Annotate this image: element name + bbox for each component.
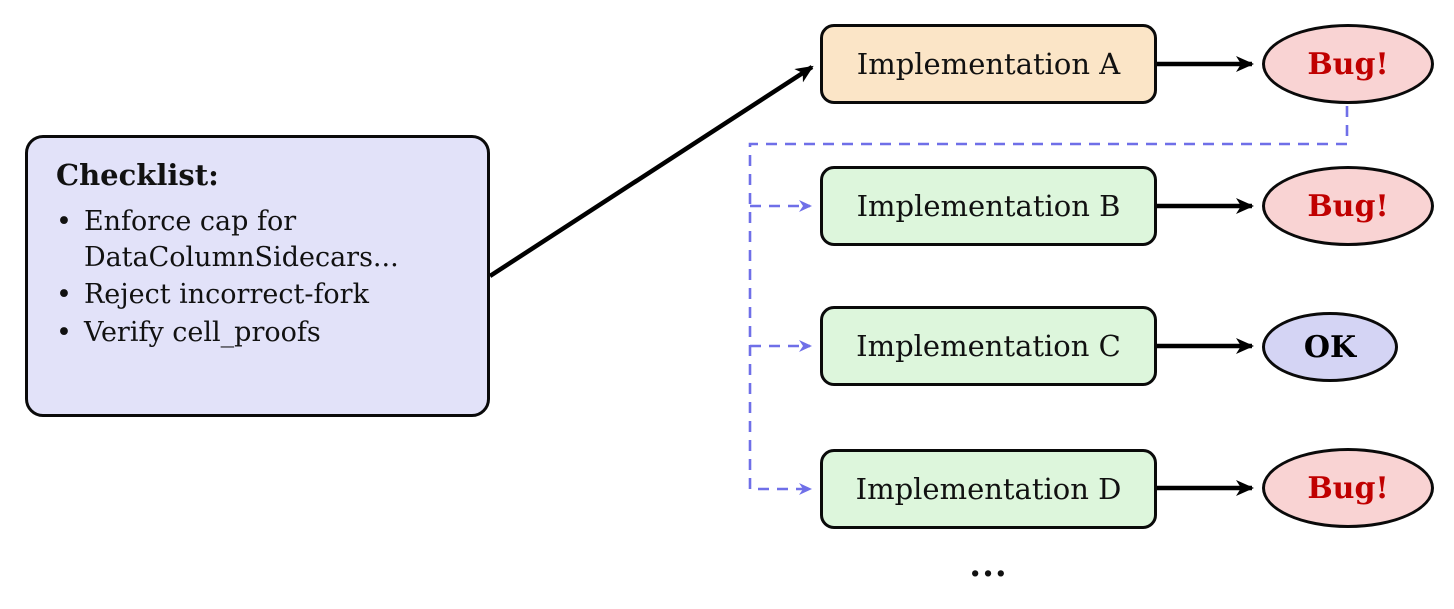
checklist-item: • Verify cell_proofs — [56, 315, 471, 351]
ok-ellipse-c: OK — [1262, 312, 1398, 382]
more-implementations-ellipsis: ... — [969, 545, 1008, 585]
impl-b-box: Implementation B — [820, 166, 1157, 246]
bug-ellipse-a: Bug! — [1262, 24, 1434, 104]
bullet-icon: • — [56, 279, 72, 311]
bug-ellipse-b: Bug! — [1262, 166, 1434, 246]
checklist-item-text: Enforce cap for DataColumnSidecars... — [83, 206, 399, 273]
impl-a-box: Implementation A — [820, 24, 1157, 104]
retest-dashed-path — [748, 106, 1349, 495]
bullet-icon: • — [56, 316, 72, 348]
checklist-item-text: Reject incorrect-fork — [83, 279, 369, 311]
checklist-title: Checklist: — [56, 158, 219, 192]
checklist-item-text: Verify cell_proofs — [83, 316, 321, 348]
impl-d-box: Implementation D — [820, 449, 1157, 529]
checklist-item: • Enforce cap for DataColumnSidecars... — [56, 204, 471, 275]
bullet-icon: • — [56, 206, 72, 237]
checklist-item: • Reject incorrect-fork — [56, 277, 471, 313]
checklist-box: Checklist: • Enforce cap for DataColumnS… — [25, 135, 490, 417]
checklist-to-impl-a-arrow — [488, 65, 814, 278]
bug-ellipse-d: Bug! — [1262, 448, 1434, 528]
impl-c-box: Implementation C — [820, 306, 1157, 386]
